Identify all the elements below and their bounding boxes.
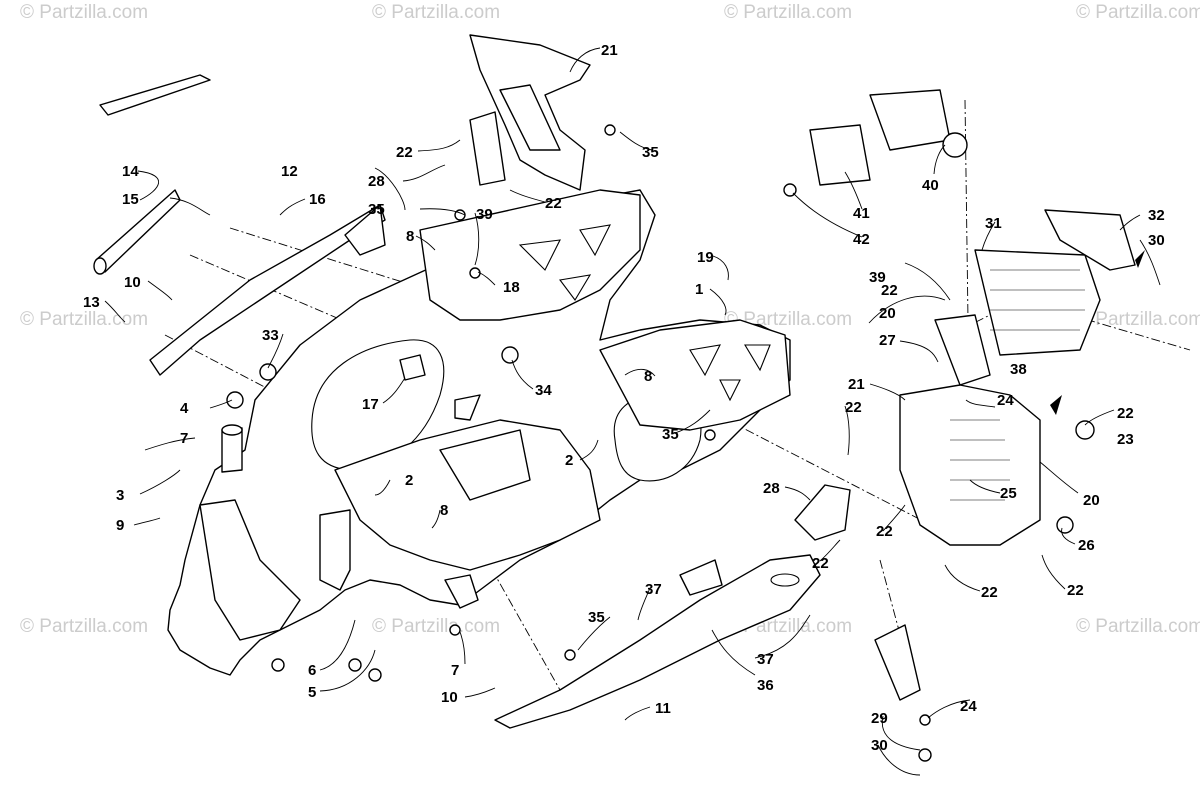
side-rails bbox=[93, 189, 386, 376]
callout-40: 40 bbox=[922, 177, 939, 194]
callout-22: 22 bbox=[1117, 405, 1134, 422]
callout-37: 37 bbox=[645, 581, 662, 598]
watermark: © Partzilla.com bbox=[1076, 309, 1200, 330]
callout-22: 22 bbox=[812, 555, 829, 572]
callout-38: 38 bbox=[1010, 361, 1027, 378]
callout-8: 8 bbox=[644, 368, 652, 385]
callout-30: 30 bbox=[1148, 232, 1165, 249]
callout-18: 18 bbox=[503, 279, 520, 296]
callout-26: 26 bbox=[1078, 537, 1095, 554]
callout-3: 3 bbox=[116, 487, 124, 504]
chassis-frame bbox=[167, 189, 791, 676]
callout-28: 28 bbox=[368, 173, 385, 190]
callout-31: 31 bbox=[985, 215, 1002, 232]
watermark: © Partzilla.com bbox=[372, 616, 500, 637]
callout-22: 22 bbox=[881, 282, 898, 299]
callout-16: 16 bbox=[309, 191, 326, 208]
upper-bracket bbox=[469, 34, 591, 191]
callouts: 14 15 12 16 10 13 21 22 35 28 22 35 39 8… bbox=[83, 42, 1165, 754]
callout-28: 28 bbox=[763, 480, 780, 497]
watermark: © Partzilla.com bbox=[20, 309, 148, 330]
callout-22: 22 bbox=[981, 584, 998, 601]
callout-2: 2 bbox=[565, 452, 573, 469]
callout-19: 19 bbox=[697, 249, 714, 266]
callout-22: 22 bbox=[545, 195, 562, 212]
callout-30: 30 bbox=[871, 737, 888, 754]
callout-4: 4 bbox=[180, 400, 189, 417]
callout-7: 7 bbox=[180, 430, 188, 447]
watermark: © Partzilla.com bbox=[1076, 2, 1200, 23]
callout-24: 24 bbox=[997, 392, 1014, 409]
callout-27: 27 bbox=[879, 332, 896, 349]
callout-22: 22 bbox=[876, 523, 893, 540]
callout-35: 35 bbox=[368, 201, 385, 218]
callout-37: 37 bbox=[757, 651, 774, 668]
callout-34: 34 bbox=[535, 382, 552, 399]
callout-8: 8 bbox=[406, 228, 414, 245]
callout-12: 12 bbox=[281, 163, 298, 180]
callout-17: 17 bbox=[362, 396, 379, 413]
leader-lines bbox=[104, 47, 1161, 776]
callout-41: 41 bbox=[853, 205, 870, 222]
callout-24: 24 bbox=[960, 698, 977, 715]
callout-39: 39 bbox=[476, 206, 493, 223]
hardware bbox=[99, 74, 1145, 762]
callout-22: 22 bbox=[1067, 582, 1084, 599]
callout-21: 21 bbox=[601, 42, 618, 59]
callout-29: 29 bbox=[871, 710, 888, 727]
callout-32: 32 bbox=[1148, 207, 1165, 224]
watermark: © Partzilla.com bbox=[20, 2, 148, 23]
callout-21: 21 bbox=[848, 376, 865, 393]
callout-33: 33 bbox=[262, 327, 279, 344]
callout-6: 6 bbox=[308, 662, 316, 679]
right-bracket-assembly bbox=[794, 89, 1136, 701]
belly-pan bbox=[494, 554, 821, 729]
callout-23: 23 bbox=[1117, 431, 1134, 448]
callout-35: 35 bbox=[642, 144, 659, 161]
watermark: © Partzilla.com bbox=[1076, 616, 1200, 637]
callout-10: 10 bbox=[124, 274, 141, 291]
callout-15: 15 bbox=[122, 191, 139, 208]
callout-11: 11 bbox=[655, 700, 671, 717]
callout-5: 5 bbox=[308, 684, 316, 701]
callout-8: 8 bbox=[440, 502, 448, 519]
callout-39: 39 bbox=[869, 269, 886, 286]
callout-35: 35 bbox=[662, 426, 679, 443]
watermark: © Partzilla.com bbox=[724, 2, 852, 23]
callout-25: 25 bbox=[1000, 485, 1017, 502]
callout-35: 35 bbox=[588, 609, 605, 626]
callout-9: 9 bbox=[116, 517, 124, 534]
callout-1: 1 bbox=[695, 281, 703, 298]
callout-13: 13 bbox=[83, 294, 100, 311]
callout-10: 10 bbox=[441, 689, 458, 706]
callout-22: 22 bbox=[845, 399, 862, 416]
callout-36: 36 bbox=[757, 677, 774, 694]
callout-7: 7 bbox=[451, 662, 459, 679]
watermark: © Partzilla.com bbox=[372, 2, 500, 23]
callout-2: 2 bbox=[405, 472, 413, 489]
callout-20: 20 bbox=[1083, 492, 1100, 509]
watermark: © Partzilla.com bbox=[20, 616, 148, 637]
callout-42: 42 bbox=[853, 231, 870, 248]
callout-20: 20 bbox=[879, 305, 896, 322]
callout-14: 14 bbox=[122, 163, 139, 180]
callout-22: 22 bbox=[396, 144, 413, 161]
